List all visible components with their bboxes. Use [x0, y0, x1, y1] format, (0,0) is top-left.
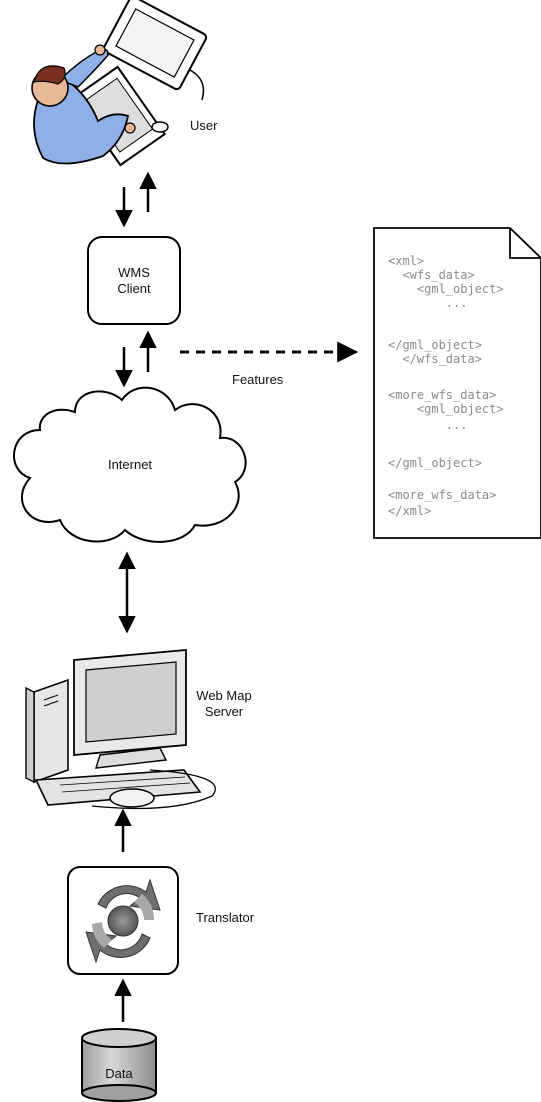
cloud-icon: [13, 386, 247, 543]
wms-client-label-line2: Client: [117, 281, 151, 296]
user-label: User: [190, 118, 218, 133]
doc-line: ...: [388, 296, 468, 310]
doc-line: </gml_object>: [388, 456, 482, 470]
wms-client-box: [87, 236, 181, 325]
web-map-server-label-line2: Server: [204, 704, 244, 719]
desktop-computer-icon: [25, 649, 216, 810]
document-page-icon: [373, 227, 541, 539]
doc-line: <gml_object>: [388, 402, 504, 416]
doc-line: <xml>: [388, 254, 425, 268]
doc-line: <gml_object>: [388, 282, 504, 296]
translator-label: Translator: [196, 910, 255, 925]
database-cylinder-icon: [81, 1028, 157, 1102]
wms-client-label-line1: WMS: [118, 265, 150, 280]
doc-line: </gml_object>: [388, 338, 482, 352]
doc-line: <more_wfs_data>: [388, 388, 497, 402]
user-at-computer-icon: [31, 0, 208, 167]
doc-line: <more_wfs_data>: [388, 488, 497, 502]
refresh-cycle-icon: [85, 878, 161, 964]
features-label: Features: [232, 372, 284, 387]
data-label: Data: [105, 1066, 133, 1081]
doc-line: ...: [388, 418, 468, 432]
web-map-server-label-line1: Web Map: [196, 688, 252, 703]
doc-line: <wfs_data>: [388, 268, 475, 282]
doc-line: </wfs_data>: [388, 352, 482, 366]
internet-label: Internet: [107, 457, 153, 472]
doc-line: </xml>: [388, 504, 432, 518]
